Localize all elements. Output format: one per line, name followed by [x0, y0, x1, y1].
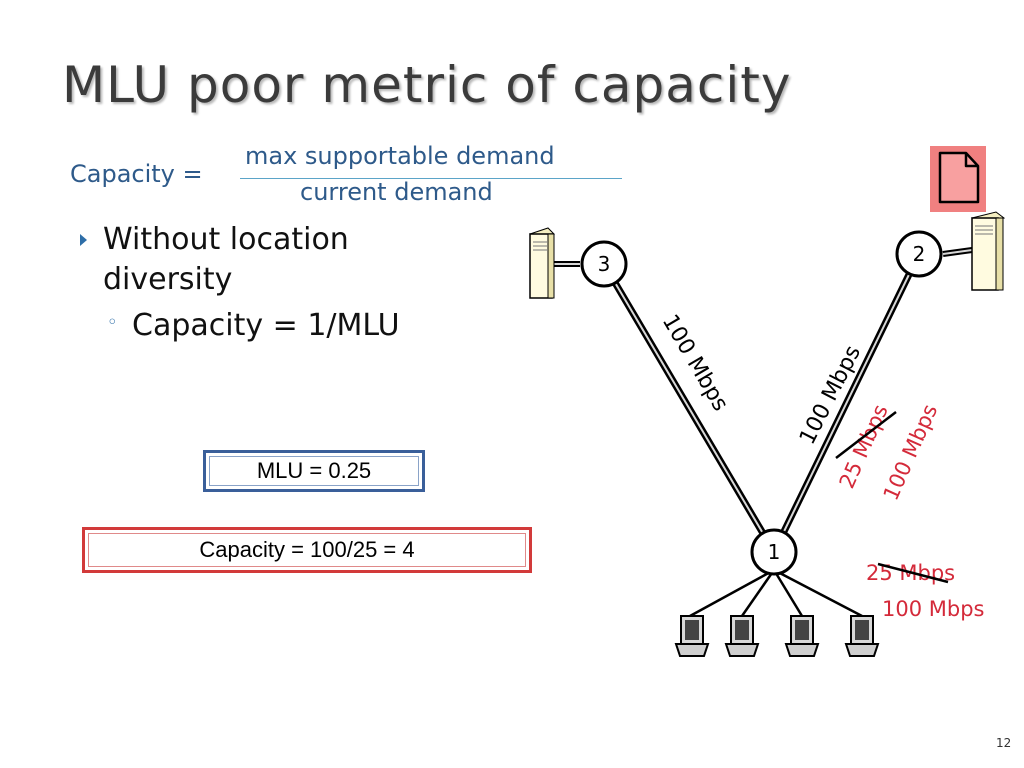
laptop-icon — [784, 615, 820, 657]
fraction-bar — [240, 178, 622, 179]
node-1-label: 1 — [768, 540, 781, 564]
server-icon — [970, 211, 1006, 291]
formula-numerator: max supportable demand — [245, 142, 555, 170]
server-icon — [529, 227, 555, 299]
access-links — [689, 568, 863, 618]
laptop-icon — [674, 615, 710, 657]
formula-denominator: current demand — [300, 178, 493, 206]
node-2: 2 — [895, 230, 943, 278]
node-3-label: 3 — [598, 252, 611, 276]
slide-title: MLU poor metric of capacity — [62, 56, 792, 114]
laptop-icon — [724, 615, 760, 657]
sub-bullet-circle-icon: ◦ — [107, 312, 118, 333]
strike-line — [877, 562, 949, 584]
mlu-box: MLU = 0.25 — [203, 450, 425, 492]
node-2-label: 2 — [913, 242, 926, 266]
sub-bullet-text: Capacity = 1/MLU — [132, 308, 400, 343]
link-left-label: 100 Mbps — [657, 310, 733, 415]
access-new-capacity-label: 100 Mbps — [882, 597, 984, 621]
capacity-box: Capacity = 100/25 = 4 — [82, 527, 532, 573]
file-icon — [930, 146, 986, 212]
bullet-arrow-icon — [80, 234, 87, 246]
bullet-text: Without location diversity — [103, 222, 349, 297]
formula-label: Capacity = — [70, 160, 203, 188]
page-number: 12 — [996, 736, 1012, 750]
node-3: 3 — [580, 240, 628, 288]
strike-line — [835, 411, 897, 459]
laptop-icon — [844, 615, 880, 657]
mlu-box-label: MLU = 0.25 — [256, 458, 372, 483]
capacity-box-label: Capacity = 100/25 = 4 — [199, 537, 415, 562]
node-1: 1 — [750, 528, 798, 576]
